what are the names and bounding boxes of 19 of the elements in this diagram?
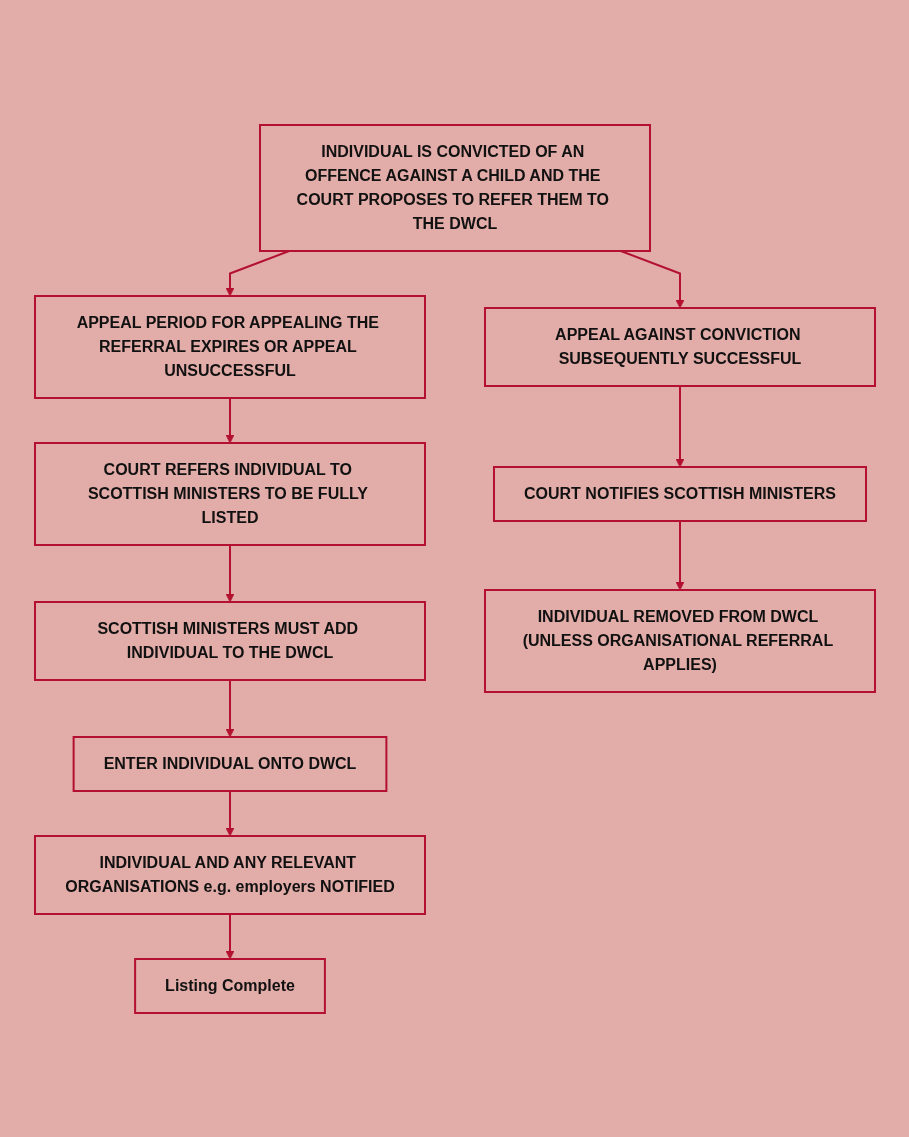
node-box: APPEAL AGAINST CONVICTION SUBSEQUENTLY SUCCESSFUL	[483, 306, 876, 387]
arrow	[225, 912, 234, 959]
node-box: ENTER INDIVIDUAL ONTO DWCL	[72, 735, 387, 792]
node-box: INDIVIDUAL IS CONVICTED OF AN OFFENCE AGAINST A CHILD AND THE COURT PROPOSES TO REFER THEM TO THE DWCL	[258, 123, 651, 252]
node-box: SCOTTISH MINISTERS MUST ADD INDIVIDUAL TO THE DWCL	[33, 600, 426, 681]
arrow	[225, 396, 234, 443]
arrow	[675, 384, 684, 467]
node-box: Listing Complete	[133, 957, 326, 1014]
arrow	[619, 249, 684, 308]
arrow	[675, 519, 684, 590]
arrow	[225, 543, 234, 602]
node-box: APPEAL PERIOD FOR APPEALING THE REFERRAL EXPIRES OR APPEAL UNSUCCESSFUL	[33, 294, 426, 399]
arrow	[225, 789, 234, 836]
arrow	[225, 249, 290, 296]
arrow	[225, 678, 234, 737]
node-box: INDIVIDUAL REMOVED FROM DWCL (UNLESS ORGANISATIONAL REFERRAL APPLIES)	[483, 588, 876, 693]
node-box: COURT REFERS INDIVIDUAL TO SCOTTISH MINISTERS TO BE FULLY LISTED	[33, 441, 426, 546]
node-box: INDIVIDUAL AND ANY RELEVANT ORGANISATIONS e.g. employers NOTIFIED	[33, 834, 426, 915]
node-box: COURT NOTIFIES SCOTTISH MINISTERS	[492, 465, 867, 522]
